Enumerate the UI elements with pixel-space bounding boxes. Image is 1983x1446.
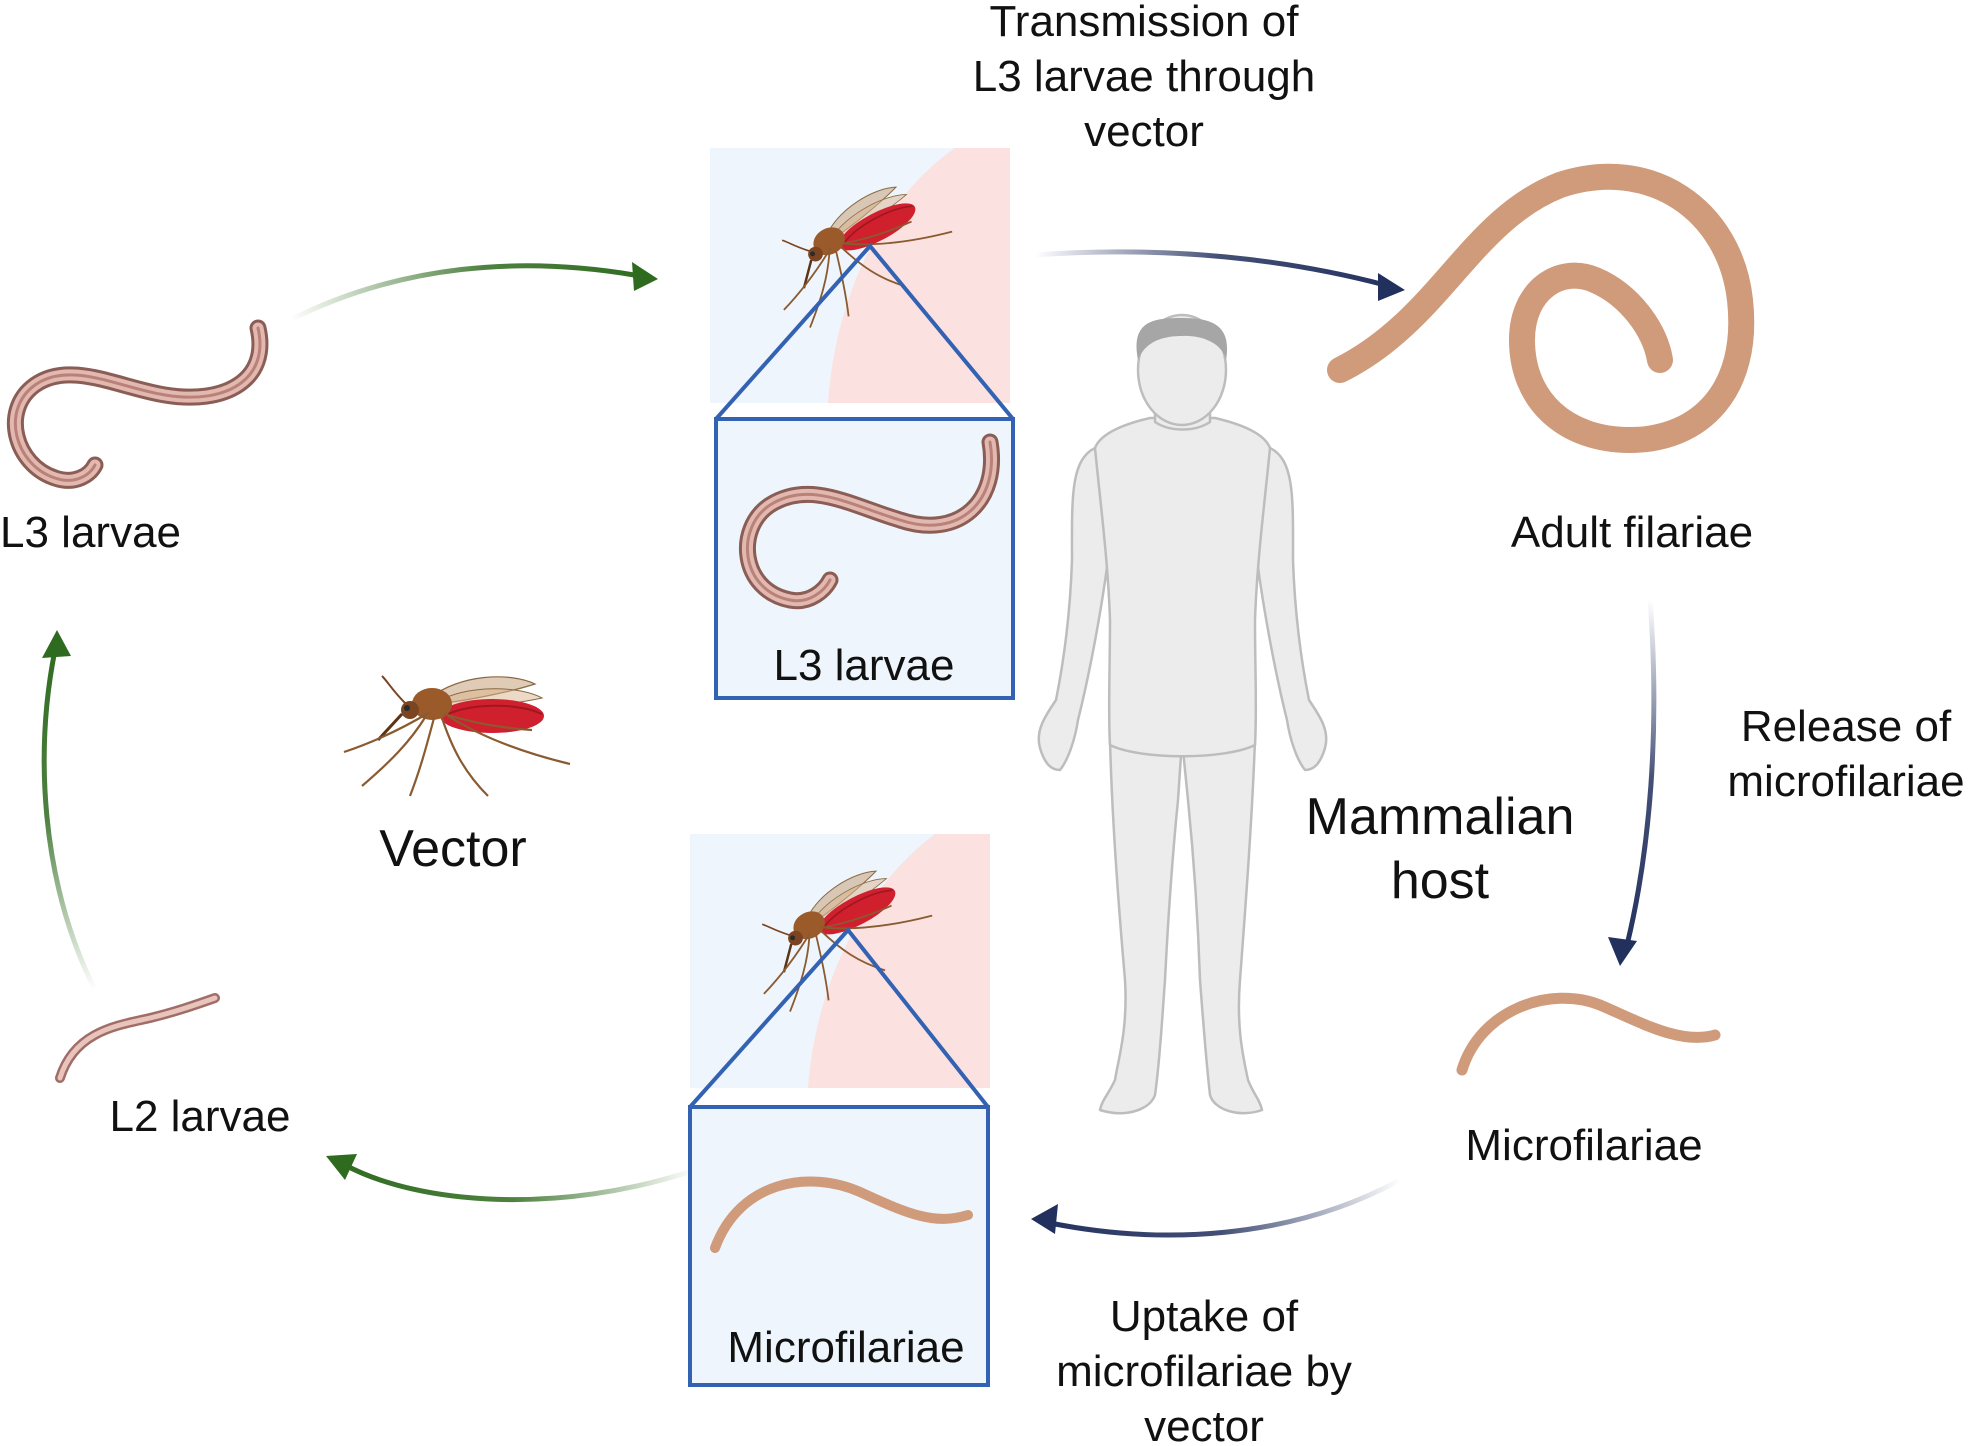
l2-larvae-label: L2 larvae [109,1092,290,1141]
svg-text:L3 larvae through: L3 larvae through [973,52,1315,101]
microfilaria-icon [710,1176,973,1253]
microfilariae-host-stage: Microfilariae [1456,992,1721,1170]
larva-icon [6,319,269,489]
inset-top-label: L3 larvae [773,641,954,690]
l3-larvae-stage: L3 larvae [0,319,269,557]
larva-icon [55,993,220,1083]
svg-text:microfilariae: microfilariae [1727,757,1964,806]
arrow-uptake-by-vector [1047,1177,1403,1238]
inset-bottom-label: Microfilariae [727,1323,964,1372]
uptake-label: Uptake of microfilariae by vector [1056,1292,1352,1446]
mammalian-host-label: Mammalian host [1306,788,1575,910]
vector-label: Vector [379,820,526,878]
svg-text:Release of: Release of [1741,702,1952,751]
arrow-adult-to-microfilariae [1624,597,1657,948]
svg-text:Uptake of: Uptake of [1110,1292,1299,1341]
inset-uptake: Microfilariae [688,834,990,1387]
svg-text:Transmission of: Transmission of [990,0,1300,46]
microfilaria-icon [1456,992,1721,1076]
cycle-arrows [41,249,1657,1238]
adult-filariae-stage: Adult filariae [1327,163,1755,557]
arrowhead-l2-to-l3 [42,630,71,658]
skin-patch-icon [808,834,990,1088]
arrow-l3-to-vector-bite [287,263,643,323]
svg-text:microfilariae by: microfilariae by [1056,1347,1352,1396]
microfilariae-host-label: Microfilariae [1465,1121,1702,1170]
arrowhead-transmission-to-adult [1378,273,1405,301]
skin-patch-icon [828,148,1010,403]
inset-bottom-zoom-lines [688,926,990,1109]
transmission-label: Transmission of L3 larvae through vector [973,0,1315,156]
arrow-transmission-to-adult [1032,249,1388,288]
inset-bottom-box [688,1105,990,1387]
larva-icon [739,433,1000,610]
arrowhead-adult-to-microfilariae [1608,937,1637,966]
l3-larvae-label: L3 larvae [0,508,181,557]
human-hair [1136,318,1228,360]
adult-worm-icon [1327,163,1755,454]
inset-top-box [714,417,1015,700]
adult-filariae-label: Adult filariae [1511,508,1753,557]
l2-larvae-stage: L2 larvae [55,993,291,1141]
arrowhead-uptake-by-vector [1031,1204,1058,1234]
svg-text:host: host [1391,852,1490,910]
arrow-l2-to-l3 [41,647,98,993]
inset-transmission: L3 larvae [710,148,1015,700]
arrowhead-l3-to-vector-bite [632,262,658,291]
release-label: Release of microfilariae [1727,702,1964,806]
mosquito-icon [342,674,572,798]
svg-text:vector: vector [1084,107,1204,156]
svg-text:vector: vector [1144,1402,1264,1446]
human-body-icon [1037,313,1328,1115]
svg-text:Mammalian: Mammalian [1306,788,1575,846]
inset-top-zoom-lines [714,242,1015,421]
arrow-microfilariae-to-l2 [342,1162,698,1203]
arrowhead-microfilariae-to-l2 [326,1154,357,1180]
vector-stage: Vector [342,674,572,878]
